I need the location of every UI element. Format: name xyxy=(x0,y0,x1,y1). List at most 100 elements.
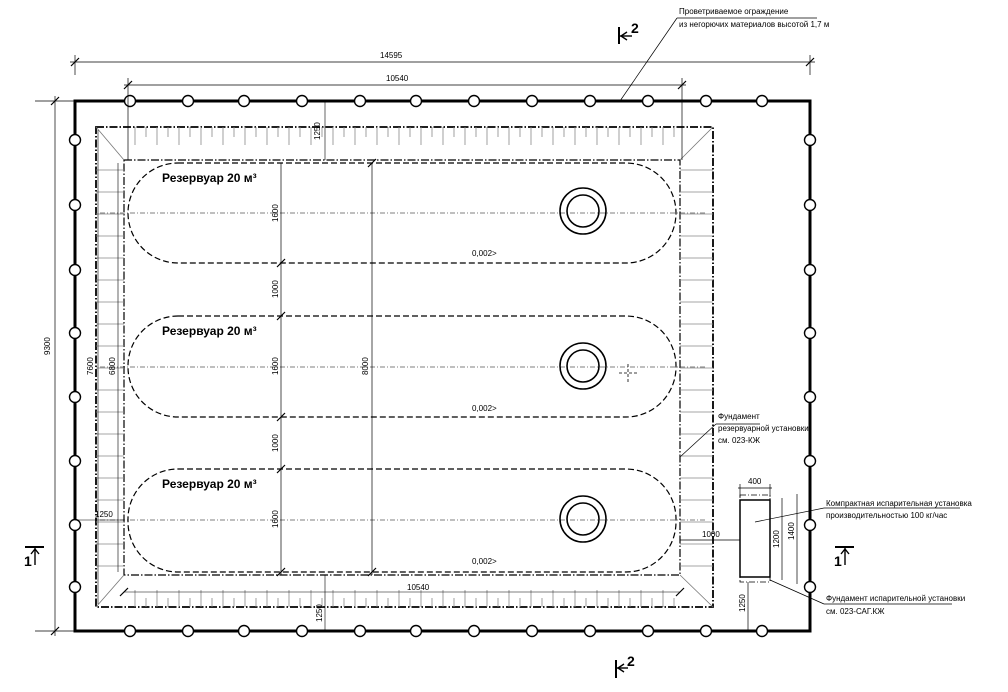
fence-post xyxy=(68,518,82,532)
dim-tank-gap-label: 1000 xyxy=(271,280,280,298)
tank-hatch-icon xyxy=(559,187,607,235)
section-marker-2-bottom xyxy=(615,660,628,678)
dim-inner-width-bottom-label: 10540 xyxy=(407,583,430,592)
fence-post xyxy=(803,454,817,468)
tank-2: Резервуар 20 м³ 0,002> xyxy=(100,315,705,418)
callout-evap-line2: производительностью 100 кг/час xyxy=(826,511,947,520)
slope-label: 0,002> xyxy=(472,404,497,413)
fence-post xyxy=(181,624,195,638)
fence-post xyxy=(525,624,539,638)
dim-tank-diam-label: 1600 xyxy=(271,204,280,222)
callout-foundation-line2: резервуарной установки xyxy=(718,424,809,433)
dim-height-6800-label: 6800 xyxy=(108,357,117,375)
dim-tank-chain xyxy=(276,163,286,577)
dim-unit-width-label: 400 xyxy=(748,477,762,486)
foundation-outer xyxy=(95,126,714,608)
section-2-bottom-label: 2 xyxy=(627,653,635,669)
tank-hatch-icon xyxy=(559,495,607,543)
fence-outline xyxy=(73,99,812,633)
fence-post xyxy=(68,133,82,147)
dim-overall-height-label: 9300 xyxy=(43,337,52,355)
dim-tank-diam-label: 1600 xyxy=(271,357,280,375)
fence-post xyxy=(803,518,817,532)
callout-evap-found-line1: Фундамент испарительной установки xyxy=(826,594,965,603)
section-marker-2-top xyxy=(618,27,632,44)
fence-post xyxy=(699,94,713,108)
fence-post xyxy=(68,454,82,468)
fence-post xyxy=(803,263,817,277)
dim-top-offset-label: 1250 xyxy=(313,122,322,140)
callout-evap-line1: Компрактная испарительная установка xyxy=(826,499,972,508)
tank-hatch-icon xyxy=(559,342,607,390)
fence-post xyxy=(68,580,82,594)
evaporator-foundation xyxy=(739,494,771,583)
dim-gap-right-label: 1000 xyxy=(702,530,720,539)
callout-evaporator xyxy=(754,507,960,523)
callout-evap-found-line2: см. 023-САГ.КЖ xyxy=(826,607,885,616)
dim-tank-gap-label: 1000 xyxy=(271,434,280,452)
fence-post xyxy=(755,94,769,108)
dim-inner-width xyxy=(123,78,687,160)
section-marker-1-right xyxy=(835,546,854,565)
fence-post xyxy=(583,624,597,638)
fence-post xyxy=(803,133,817,147)
fence-post xyxy=(467,624,481,638)
tank-1: Резервуар 20 м³ 0,002> xyxy=(100,162,705,264)
callout-foundation xyxy=(679,423,760,458)
dim-unit-width xyxy=(738,484,772,497)
fence-post xyxy=(353,624,367,638)
callout-evap-foundation xyxy=(769,579,952,605)
fence-post xyxy=(583,94,597,108)
dim-unit-height xyxy=(781,494,798,584)
callout-foundation-line3: см. 023-КЖ xyxy=(718,436,761,445)
fence-post xyxy=(467,94,481,108)
fence-post xyxy=(123,624,137,638)
dim-unit-height-outer-label: 1400 xyxy=(787,522,796,540)
fence-post xyxy=(409,94,423,108)
fence-post xyxy=(295,624,309,638)
tank-label: Резервуар 20 м³ xyxy=(162,171,257,185)
foundation-inner xyxy=(123,159,681,576)
dim-overall-width xyxy=(70,55,815,75)
tank-label: Резервуар 20 м³ xyxy=(162,324,257,338)
fence-post xyxy=(181,94,195,108)
dim-left-inner xyxy=(97,130,119,604)
dim-left-offset-label: 1250 xyxy=(95,510,113,519)
fence-post xyxy=(641,624,655,638)
dim-tank-diam-label: 1600 xyxy=(271,510,280,528)
dim-8000 xyxy=(367,158,377,577)
evaporator-unit xyxy=(739,499,771,578)
fence-posts xyxy=(68,94,817,638)
fence-post xyxy=(68,326,82,340)
crosshair-icon xyxy=(619,364,637,382)
fence-post xyxy=(68,263,82,277)
dim-inner-width-bottom xyxy=(119,587,685,597)
fence-post xyxy=(123,94,137,108)
fence-post xyxy=(641,94,655,108)
fence-post xyxy=(68,198,82,212)
callout-fence-line1: Проветриваемое ограждение xyxy=(679,7,789,16)
slope-label: 0,002> xyxy=(472,249,497,258)
callout-fence xyxy=(619,17,817,102)
dim-overall-width-label: 14595 xyxy=(380,51,403,60)
fence-post xyxy=(68,390,82,404)
fence-post xyxy=(237,624,251,638)
dim-8000-label: 8000 xyxy=(361,357,370,375)
section-marker-1-left xyxy=(25,546,44,565)
section-1-right-label: 1 xyxy=(834,553,842,569)
dim-unit-height-label: 1200 xyxy=(772,530,781,548)
fence-post xyxy=(409,624,423,638)
foundation-corners xyxy=(95,126,714,608)
callout-foundation-line1: Фундамент xyxy=(718,412,760,421)
section-2-top-label: 2 xyxy=(631,20,639,36)
dim-bottom-offset-label: 1250 xyxy=(315,604,324,622)
tank-3: Резервуар 20 м³ 0,002> xyxy=(100,468,705,573)
fence-post xyxy=(525,94,539,108)
fence-post xyxy=(803,326,817,340)
section-1-left-label: 1 xyxy=(24,553,32,569)
fence-post xyxy=(353,94,367,108)
fence-post xyxy=(803,390,817,404)
fence-post xyxy=(699,624,713,638)
fence-post xyxy=(803,580,817,594)
